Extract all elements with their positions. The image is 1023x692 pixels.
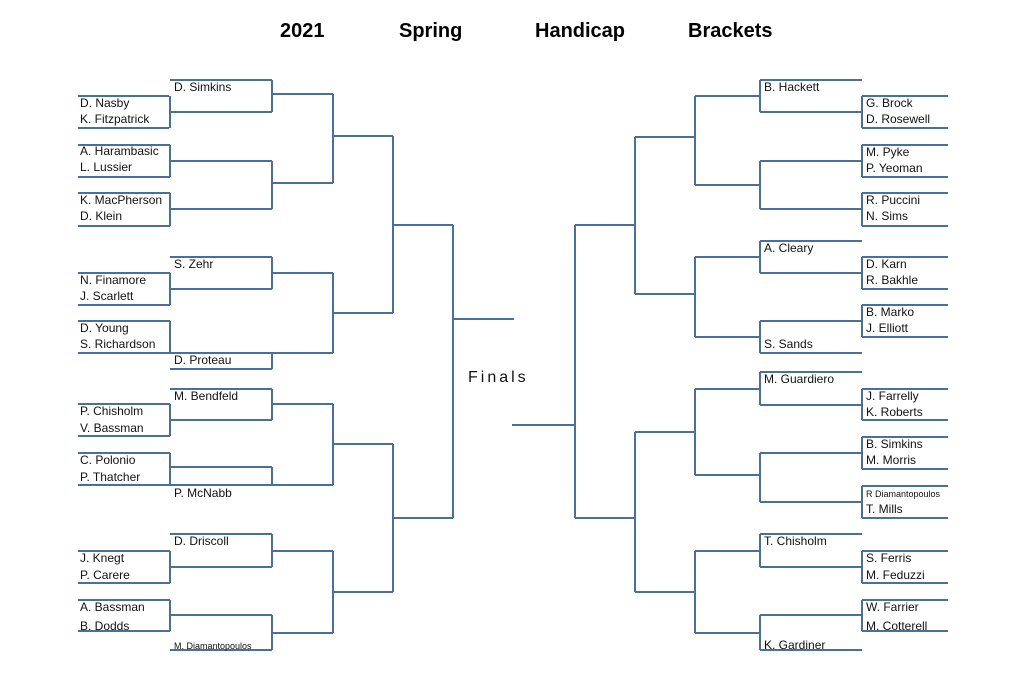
left-r1-pair5-top: D. Young	[80, 321, 129, 335]
left-bye-3: D. Proteau	[174, 353, 232, 367]
left-bye-7: M. Diamantopoulos	[174, 641, 252, 651]
right-r1-pair7-bottom: M. Morris	[866, 453, 916, 467]
left-bye-1: D. Simkins	[174, 80, 232, 94]
left-bye-5: P. McNabb	[174, 486, 232, 500]
right-bye-3: S. Sands	[764, 337, 813, 351]
right-bye-4: M. Guardiero	[764, 372, 835, 386]
left-r1-pair4-bottom: J. Scarlett	[80, 289, 134, 303]
left-bye-2: S. Zehr	[174, 257, 214, 271]
title-word-spring: Spring	[399, 20, 463, 42]
right-r1-pair10-top: W. Farrier	[866, 600, 919, 614]
left-r1-pair2-top: A. Harambasic	[80, 144, 159, 158]
right-r1-pair8-bottom: T. Mills	[866, 502, 903, 516]
left-r1-pair3-top: K. MacPherson	[80, 193, 163, 207]
right-r1-pair9-top: S. Ferris	[866, 551, 912, 565]
right-bye-2: A. Cleary	[764, 241, 814, 255]
title-word-handicap: Handicap	[535, 20, 626, 42]
right-r1-pair5-top: B. Marko	[866, 305, 915, 319]
left-bye-4: M. Bendfeld	[174, 389, 239, 403]
right-bye-6: K. Gardiner	[764, 638, 826, 652]
right-r1-pair7-top: B. Simkins	[866, 437, 923, 451]
right-r1-pair1-top: G. Brock	[866, 96, 913, 110]
right-bye-5: T. Chisholm	[764, 534, 827, 548]
right-r1-pair5-bottom: J. Elliott	[866, 321, 909, 335]
title-word-brackets: Brackets	[688, 20, 773, 42]
left-r1-pair3-bottom: D. Klein	[80, 209, 123, 223]
right-r1-pair10-bottom: M. Cotterell	[866, 619, 928, 633]
left-r1-pair1-top: D. Nasby	[80, 96, 130, 110]
right-r1-pair3-top: R. Puccini	[866, 193, 921, 207]
left-r1-pair9-bottom: B. Dodds	[80, 619, 130, 633]
left-r1-pair7-top: C. Polonio	[80, 453, 136, 467]
right-r1-pair6-bottom: K. Roberts	[866, 405, 923, 419]
left-bye-6: D. Driscoll	[174, 534, 229, 548]
left-r1-pair4-top: N. Finamore	[80, 273, 147, 287]
left-r1-pair8-top: J. Knegt	[80, 551, 125, 565]
left-r1-pair6-bottom: V. Bassman	[80, 421, 144, 435]
right-r1-pair8-top: R Diamantopoulos	[866, 489, 941, 499]
right-r1-pair4-top: D. Karn	[866, 257, 907, 271]
left-r1-pair7-bottom: P. Thatcher	[80, 470, 141, 484]
right-r1-pair4-bottom: R. Bakhle	[866, 273, 919, 287]
right-r1-pair3-bottom: N. Sims	[866, 209, 908, 223]
right-r1-pair9-bottom: M. Feduzzi	[866, 568, 925, 582]
left-r1-pair9-top: A. Bassman	[80, 600, 145, 614]
left-r1-pair1-bottom: K. Fitzpatrick	[80, 112, 150, 126]
right-r1-pair1-bottom: D. Rosewell	[866, 112, 931, 126]
title-year: 2021	[280, 20, 325, 42]
finals-label: Finals	[468, 369, 529, 386]
right-bye-1: B. Hackett	[764, 80, 820, 94]
right-r1-pair6-top: J. Farrelly	[866, 389, 919, 403]
left-r1-pair8-bottom: P. Carere	[80, 568, 130, 582]
right-r1-pair2-top: M. Pyke	[866, 145, 910, 159]
left-r1-pair2-bottom: L. Lussier	[80, 160, 133, 174]
left-r1-pair6-top: P. Chisholm	[80, 404, 144, 418]
right-r1-pair2-bottom: P. Yeoman	[866, 161, 923, 175]
left-r1-pair5-bottom: S. Richardson	[80, 337, 156, 351]
